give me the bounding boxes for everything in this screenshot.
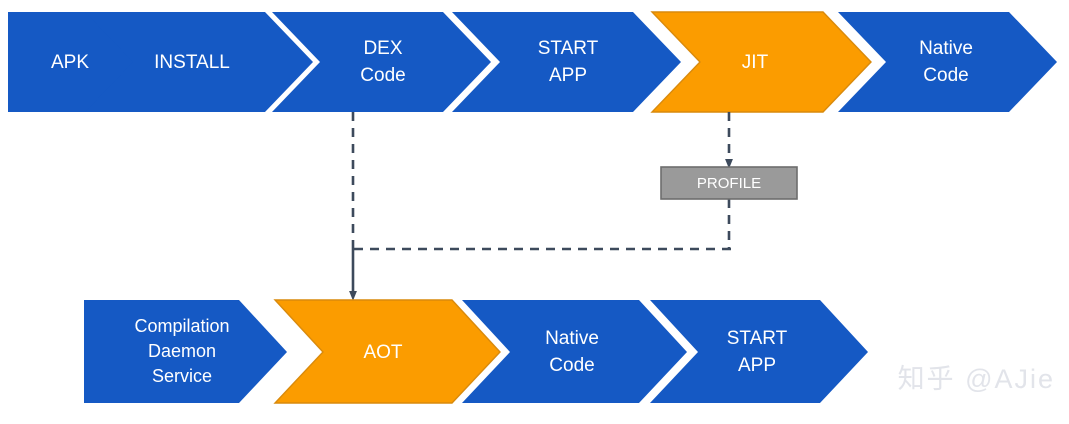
top-row-group: APK INSTALL DEX Code START APP JIT (8, 11, 1057, 113)
chevron-dex-code-label-line1: DEX (363, 38, 402, 59)
chevron-jit[interactable]: JIT (650, 11, 872, 113)
chevron-native-code-2-label-line2: Code (549, 355, 594, 376)
connectors-group (349, 112, 733, 301)
chevron-start-app-2-label-line2: APP (738, 355, 776, 376)
chevron-dex-code[interactable]: DEX Code (272, 12, 491, 112)
chevron-compilation-label-line3: Service (152, 366, 212, 386)
profile-box-rect (660, 166, 798, 200)
profile-box[interactable]: PROFILE (660, 166, 798, 200)
chevron-compilation-daemon-service[interactable]: Compilation Daemon Service (84, 300, 287, 403)
chevron-aot[interactable]: AOT (273, 299, 501, 404)
chevron-native-code-2-label-line1: Native (545, 328, 599, 349)
bottom-row-group: Compilation Daemon Service AOT Native Co… (84, 299, 868, 404)
chevron-jit-label: JIT (742, 52, 769, 73)
chevron-native-code-label-line1: Native (919, 38, 973, 59)
chevron-install-label: INSTALL (154, 52, 230, 73)
chevron-native-code-2[interactable]: Native Code (462, 300, 687, 403)
chevron-aot-label: AOT (363, 342, 402, 363)
chevron-start-app-2[interactable]: START APP (650, 300, 868, 403)
zhihu-watermark: 知乎 @AJie (897, 364, 1055, 394)
chevron-start-app-label-line1: START (538, 38, 599, 59)
chevron-install[interactable]: INSTALL (85, 12, 313, 112)
chevron-native-code[interactable]: Native Code (838, 12, 1057, 112)
chevron-compilation-label-line2: Daemon (148, 341, 216, 361)
chevron-dex-code-label-line2: Code (360, 65, 405, 86)
profile-box-label: PROFILE (697, 175, 761, 192)
chevron-start-app-2-label-line1: START (727, 328, 788, 349)
chevron-compilation-label-line1: Compilation (134, 316, 229, 336)
chevron-start-app[interactable]: START APP (452, 12, 681, 112)
chevron-native-code-label-line2: Code (923, 65, 968, 86)
chevron-start-app-label-line2: APP (549, 65, 587, 86)
chevron-apk-label: APK (51, 52, 89, 73)
